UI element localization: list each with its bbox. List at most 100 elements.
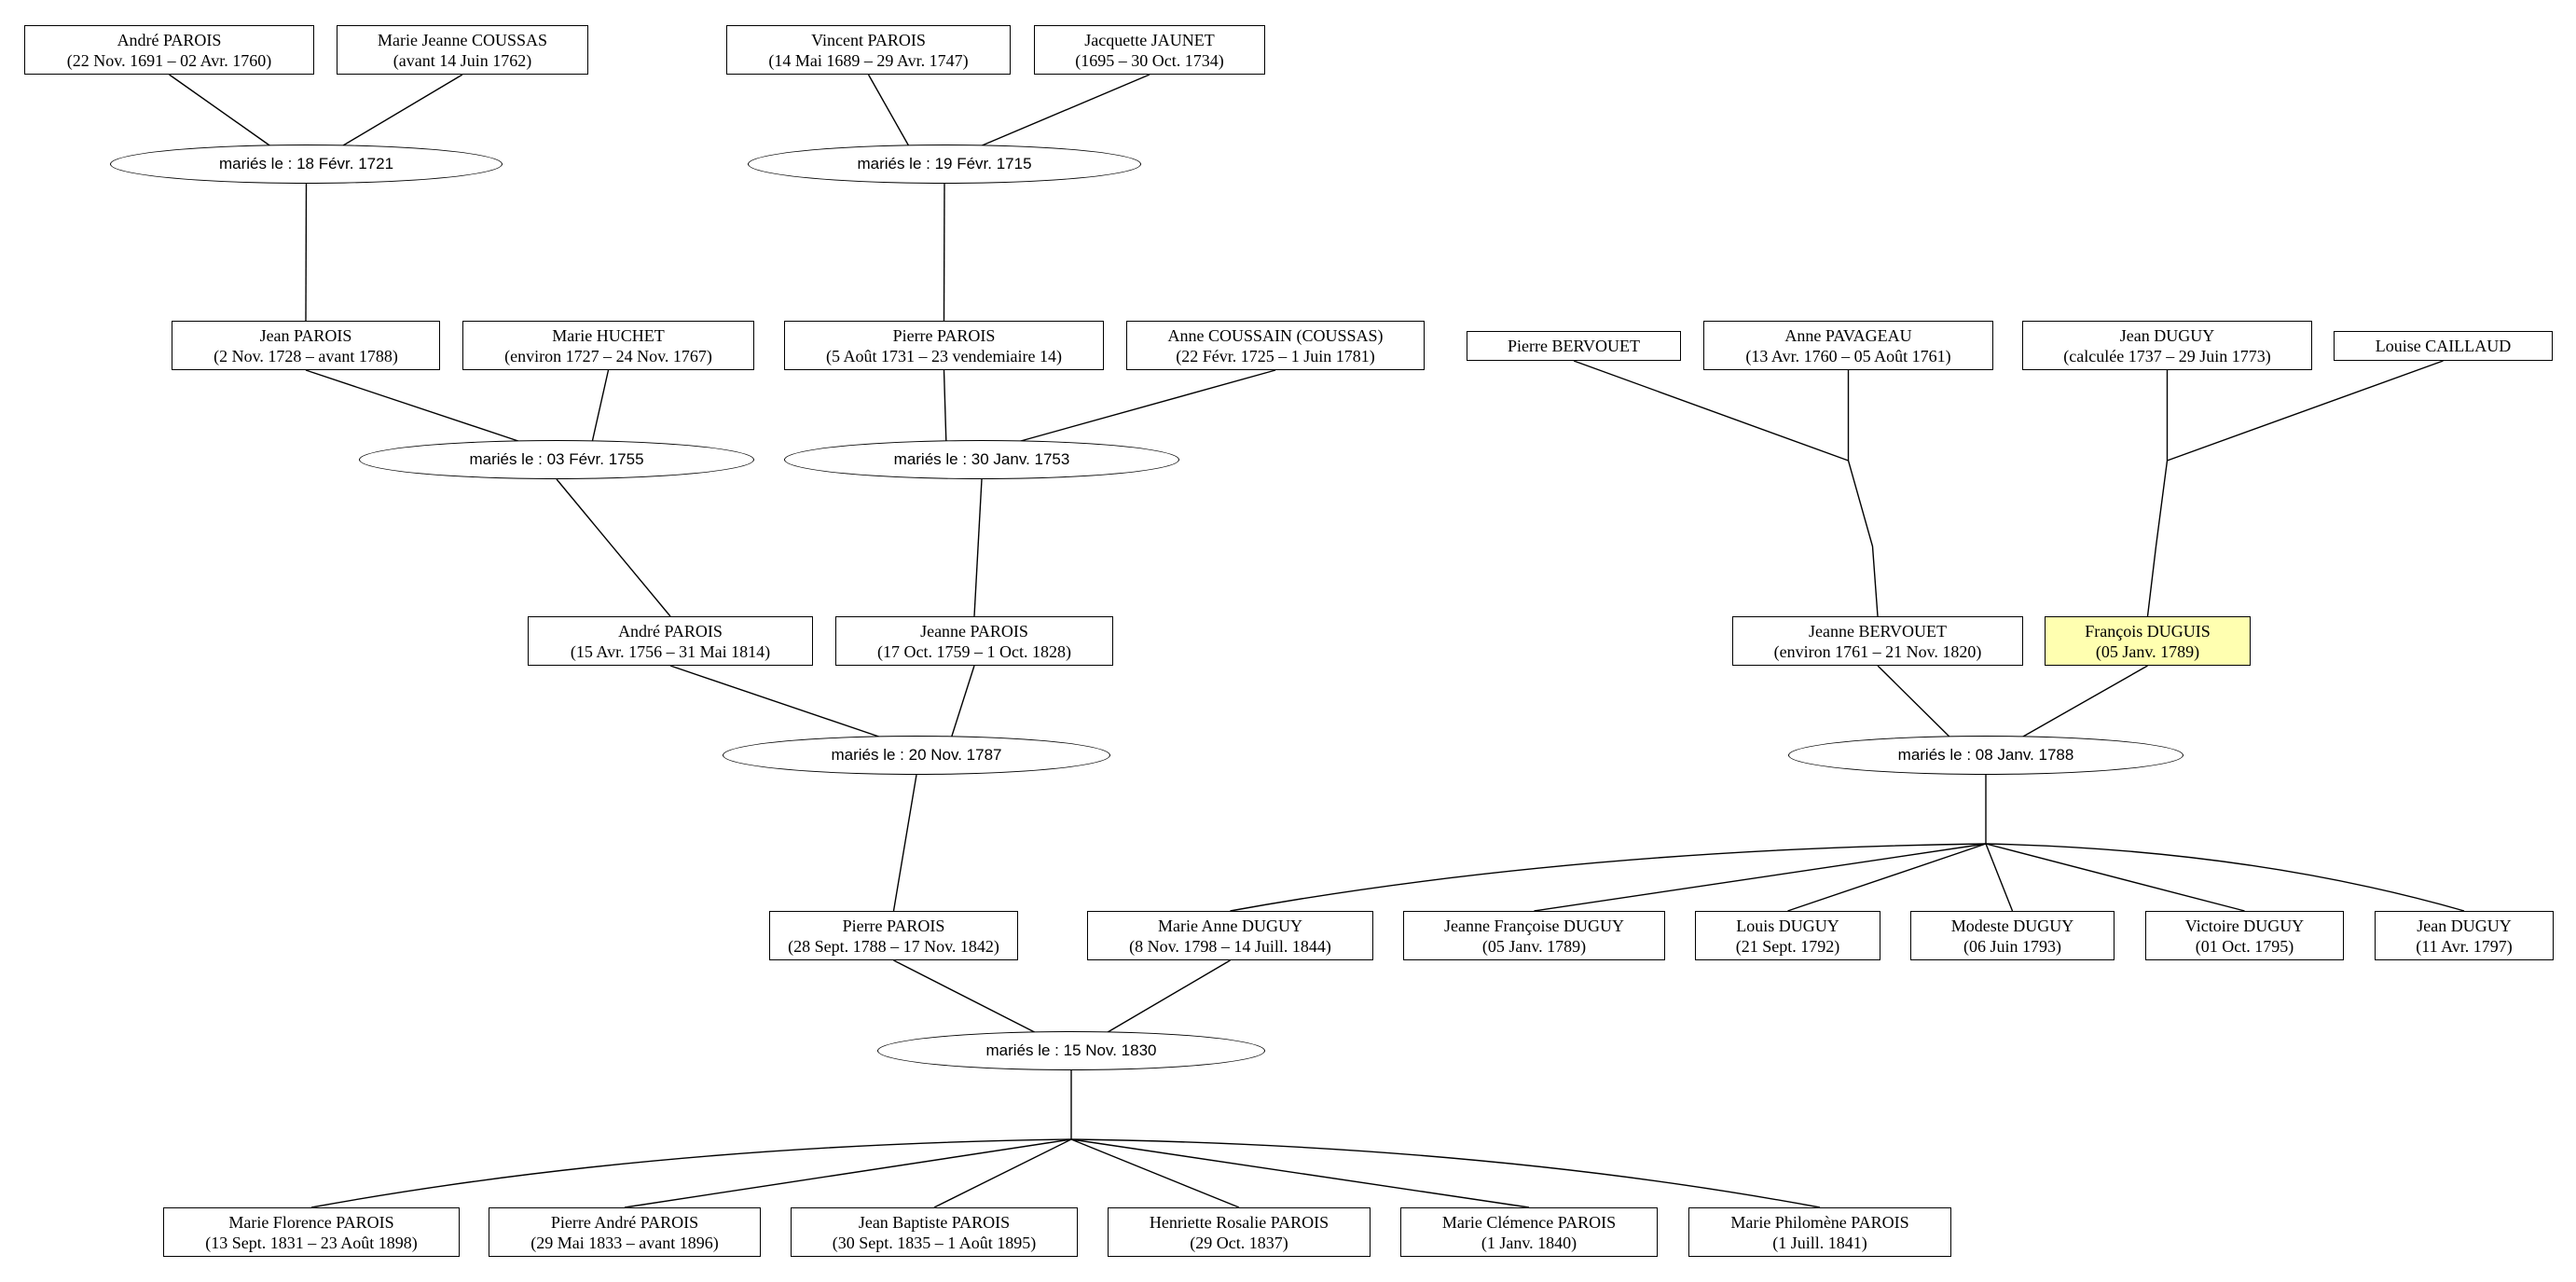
person-dates: (13 Sept. 1831 – 23 Août 1898)	[205, 1233, 418, 1252]
spouse-link-m1721	[341, 74, 463, 147]
marriage-label: mariés le : 03 Févr. 1755	[469, 450, 644, 468]
person-name: Victoire DUGUY	[2184, 916, 2305, 935]
person-dates: (1 Juill. 1841)	[1772, 1233, 1867, 1252]
spouse-link-m1715	[979, 74, 1150, 147]
child-link-m1721	[305, 183, 308, 322]
person-box-marie-florence-parois[interactable]: Marie Florence PAROIS(13 Sept. 1831 – 23…	[163, 1207, 460, 1257]
person-dates: (28 Sept. 1788 – 17 Nov. 1842)	[788, 936, 999, 956]
person-name: Pierre BERVOUET	[1507, 337, 1641, 355]
person-dates: (05 Janv. 1789)	[1481, 936, 1587, 956]
marriage-label: mariés le : 19 Févr. 1715	[857, 155, 1032, 172]
person-box-vincent-parois[interactable]: Vincent PAROIS(14 Mai 1689 – 29 Avr. 174…	[726, 25, 1011, 75]
child-link-m1755	[556, 478, 671, 617]
spouse-link-m1721	[169, 74, 272, 147]
spouse-link-m1755	[591, 369, 610, 443]
person-name: André PAROIS	[117, 30, 222, 49]
child-link-m1830	[310, 1138, 1072, 1208]
person-box-marie-clemence-parois[interactable]: Marie Clémence PAROIS(1 Janv. 1840)	[1400, 1207, 1658, 1257]
person-dates: (05 Janv. 1789)	[2095, 641, 2200, 661]
person-name: Pierre PAROIS	[892, 325, 996, 345]
person-name: Marie Jeanne COUSSAS	[378, 30, 547, 49]
person-dates: (11 Avr. 1797)	[2416, 936, 2513, 956]
person-dates: (06 Juin 1793)	[1963, 936, 2061, 956]
person-name: Anne COUSSAIN (COUSSAS)	[1167, 325, 1384, 345]
person-box-marie-jeanne-coussas[interactable]: Marie Jeanne COUSSAS(avant 14 Juin 1762)	[337, 25, 588, 75]
person-name: Jeanne BERVOUET	[1808, 621, 1948, 641]
person-dates: (30 Sept. 1835 – 1 Août 1895)	[832, 1233, 1037, 1252]
person-dates: (29 Mai 1833 – avant 1896)	[530, 1233, 719, 1252]
person-box-jean-duguy-1797[interactable]: Jean DUGUY(11 Avr. 1797)	[2375, 911, 2554, 960]
person-box-modeste-duguy[interactable]: Modeste DUGUY(06 Juin 1793)	[1910, 911, 2115, 960]
marriage-node-m1755[interactable]: mariés le : 03 Févr. 1755	[359, 440, 754, 479]
person-box-victoire-duguy[interactable]: Victoire DUGUY(01 Oct. 1795)	[2145, 911, 2344, 960]
spouse-link-m1787	[950, 665, 975, 738]
person-box-francois-duguis[interactable]: François DUGUIS(05 Janv. 1789)	[2045, 616, 2251, 666]
spouse-link-m1755	[305, 369, 522, 443]
person-box-louise-caillaud[interactable]: Louise CAILLAUD	[2334, 331, 2553, 361]
person-name: Pierre PAROIS	[842, 916, 945, 935]
parent-link-jeanne-bervouet	[1573, 360, 1849, 462]
person-box-jeanne-francoise-duguy[interactable]: Jeanne Françoise DUGUY(05 Janv. 1789)	[1403, 911, 1665, 960]
person-dates: (21 Sept. 1792)	[1735, 936, 1840, 956]
child-link-m1830	[1070, 1138, 1240, 1208]
person-dates: (14 Mai 1689 – 29 Avr. 1747)	[768, 50, 969, 70]
person-box-marie-philomene-parois[interactable]: Marie Philomène PAROIS(1 Juill. 1841)	[1688, 1207, 1951, 1257]
person-box-andre-parois-1756[interactable]: André PAROIS(15 Avr. 1756 – 31 Mai 1814)	[528, 616, 813, 666]
person-dates: (5 Août 1731 – 23 vendemiaire 14)	[826, 346, 1062, 365]
marriage-node-m1830[interactable]: mariés le : 15 Nov. 1830	[877, 1031, 1265, 1070]
marriage-node-m1788[interactable]: mariés le : 08 Janv. 1788	[1788, 736, 2183, 775]
person-box-anne-coussain[interactable]: Anne COUSSAIN (COUSSAS)(22 Févr. 1725 – …	[1126, 321, 1425, 370]
person-box-jeanne-bervouet[interactable]: Jeanne BERVOUET(environ 1761 – 21 Nov. 1…	[1732, 616, 2023, 666]
person-dates: (8 Nov. 1798 – 14 Juill. 1844)	[1129, 936, 1331, 956]
marriage-label: mariés le : 30 Janv. 1753	[893, 450, 1070, 468]
person-name: Pierre André PAROIS	[550, 1212, 699, 1232]
marriage-node-m1715[interactable]: mariés le : 19 Févr. 1715	[748, 145, 1141, 184]
person-box-jean-duguy-1737[interactable]: Jean DUGUY(calculée 1737 – 29 Juin 1773)	[2022, 321, 2312, 370]
marriage-node-m1787[interactable]: mariés le : 20 Nov. 1787	[723, 736, 1110, 775]
person-name: Louise CAILLAUD	[2375, 337, 2512, 355]
child-link-m1715	[943, 183, 945, 322]
person-box-pierre-bervouet[interactable]: Pierre BERVOUET	[1467, 331, 1681, 361]
person-box-pierre-parois-1731[interactable]: Pierre PAROIS(5 Août 1731 – 23 vendemiai…	[784, 321, 1104, 370]
person-name: Marie HUCHET	[552, 325, 665, 345]
person-box-marie-huchet[interactable]: Marie HUCHET(environ 1727 – 24 Nov. 1767…	[462, 321, 754, 370]
person-dates: (calculée 1737 – 29 Juin 1773)	[2063, 346, 2271, 365]
person-name: Henriette Rosalie PAROIS	[1149, 1212, 1329, 1232]
person-box-jean-baptiste-parois[interactable]: Jean Baptiste PAROIS(30 Sept. 1835 – 1 A…	[791, 1207, 1078, 1257]
person-box-jean-parois[interactable]: Jean PAROIS(2 Nov. 1728 – avant 1788)	[172, 321, 440, 370]
person-box-andre-parois-1691[interactable]: André PAROIS(22 Nov. 1691 – 02 Avr. 1760…	[24, 25, 314, 75]
spouse-link-m1788	[1877, 665, 1951, 738]
child-link-m1788	[1985, 843, 2014, 912]
marriage-label: mariés le : 15 Nov. 1830	[985, 1041, 1157, 1059]
person-box-jacquette-jaunet[interactable]: Jacquette JAUNET(1695 – 30 Oct. 1734)	[1034, 25, 1265, 75]
marriage-node-m1721[interactable]: mariés le : 18 Févr. 1721	[110, 145, 503, 184]
parent-link-francois-duguis	[2167, 360, 2444, 462]
spouse-link-m1715	[867, 74, 910, 147]
spouse-link-m1753	[1016, 369, 1276, 443]
person-dates: (environ 1727 – 24 Nov. 1767)	[504, 346, 712, 365]
person-name: Jean Baptiste PAROIS	[858, 1212, 1011, 1232]
person-name: Jean DUGUY	[2119, 325, 2215, 345]
person-box-louis-duguy[interactable]: Louis DUGUY(21 Sept. 1792)	[1695, 911, 1880, 960]
spouse-link-m1753	[943, 369, 947, 443]
marriage-node-m1753[interactable]: mariés le : 30 Janv. 1753	[784, 440, 1179, 479]
person-name: Anne PAVAGEAU	[1784, 325, 1912, 345]
child-link-m1788	[1985, 843, 2245, 912]
person-name: Vincent PAROIS	[811, 30, 926, 49]
person-box-marie-anne-duguy[interactable]: Marie Anne DUGUY(8 Nov. 1798 – 14 Juill.…	[1087, 911, 1373, 960]
child-link-m1788	[1985, 843, 2465, 912]
person-name: Jacquette JAUNET	[1084, 30, 1215, 49]
person-box-pierre-parois-1788[interactable]: Pierre PAROIS(28 Sept. 1788 – 17 Nov. 18…	[769, 911, 1018, 960]
person-box-anne-pavageau[interactable]: Anne PAVAGEAU(13 Avr. 1760 – 05 Août 176…	[1703, 321, 1993, 370]
spouse-link-m1788	[2020, 665, 2148, 738]
person-dates: (17 Oct. 1759 – 1 Oct. 1828)	[877, 641, 1071, 661]
person-name: Marie Anne DUGUY	[1158, 916, 1302, 935]
person-dates: (environ 1761 – 21 Nov. 1820)	[1773, 641, 1982, 661]
person-box-pierre-andre-parois[interactable]: Pierre André PAROIS(29 Mai 1833 – avant …	[489, 1207, 761, 1257]
person-dates: (avant 14 Juin 1762)	[393, 50, 532, 70]
person-name: Marie Clémence PAROIS	[1441, 1212, 1617, 1232]
child-link-jeanne-bervouet	[1847, 460, 1879, 617]
person-box-jeanne-parois[interactable]: Jeanne PAROIS(17 Oct. 1759 – 1 Oct. 1828…	[835, 616, 1113, 666]
person-name: Jean DUGUY	[2417, 916, 2512, 935]
person-box-henriette-rosalie-parois[interactable]: Henriette Rosalie PAROIS(29 Oct. 1837)	[1108, 1207, 1371, 1257]
